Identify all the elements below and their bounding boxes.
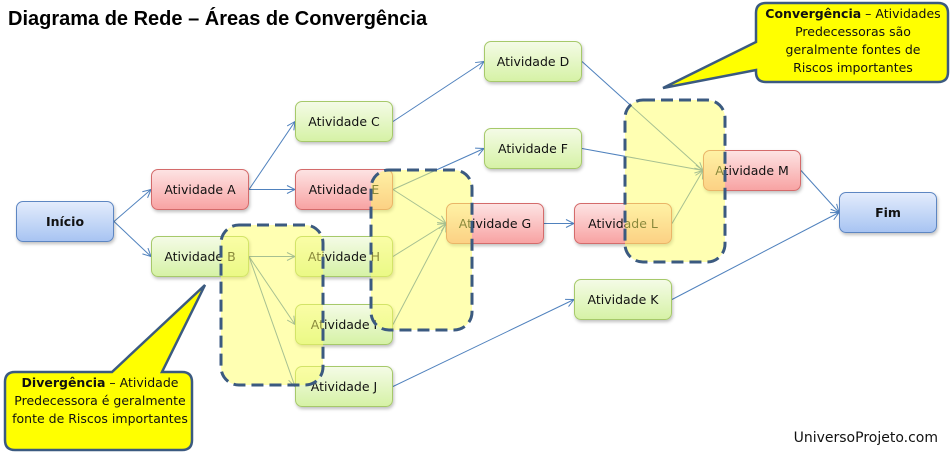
- edge-i-g: [392, 224, 446, 325]
- divergence-callout-title: Divergência: [21, 375, 106, 390]
- divergence-callout: Divergência – Atividade Predecessora é g…: [12, 374, 188, 428]
- edge-inicio-b: [113, 221, 151, 257]
- convergence-callout-title: Convergência: [765, 6, 862, 21]
- node-fim[interactable]: Fim: [839, 192, 937, 233]
- node-atividade-c[interactable]: Atividade C: [295, 101, 393, 142]
- node-atividade-l[interactable]: Atividade L: [574, 203, 672, 244]
- edge-h-g: [392, 224, 446, 257]
- edge-c-d: [392, 62, 484, 122]
- node-atividade-g[interactable]: Atividade G: [446, 203, 544, 244]
- edge-e-f: [392, 149, 484, 190]
- node-atividade-h[interactable]: Atividade H: [295, 236, 393, 277]
- edge-m-fim: [800, 170, 839, 213]
- edge-b-i: [248, 256, 295, 325]
- node-atividade-m[interactable]: Atividade M: [703, 150, 801, 191]
- edge-a-c: [248, 122, 295, 190]
- edge-k-fim: [671, 213, 839, 300]
- node-atividade-f[interactable]: Atividade F: [484, 128, 582, 169]
- edge-e-g: [392, 189, 446, 224]
- edge-j-k: [392, 300, 574, 387]
- node-inicio[interactable]: Início: [16, 201, 114, 242]
- node-atividade-a[interactable]: Atividade A: [151, 169, 249, 210]
- node-atividade-j[interactable]: Atividade J: [295, 366, 393, 407]
- edge-d-m: [581, 61, 703, 171]
- brand-watermark: UniversoProjeto.com: [793, 430, 938, 446]
- node-atividade-i[interactable]: Atividade I: [295, 304, 393, 345]
- edge-f-m: [581, 148, 703, 171]
- convergence-callout: Convergência – Atividades Predecessoras …: [764, 5, 942, 77]
- edge-inicio-a: [113, 190, 151, 222]
- node-atividade-b[interactable]: Atividade B: [151, 236, 249, 277]
- page-title: Diagrama de Rede – Áreas de Convergência: [8, 8, 428, 30]
- node-atividade-k[interactable]: Atividade K: [574, 279, 672, 320]
- node-atividade-d[interactable]: Atividade D: [484, 41, 582, 82]
- edge-b-j: [248, 256, 295, 387]
- node-atividade-e[interactable]: Atividade E: [295, 169, 393, 210]
- edge-l-m: [671, 171, 703, 224]
